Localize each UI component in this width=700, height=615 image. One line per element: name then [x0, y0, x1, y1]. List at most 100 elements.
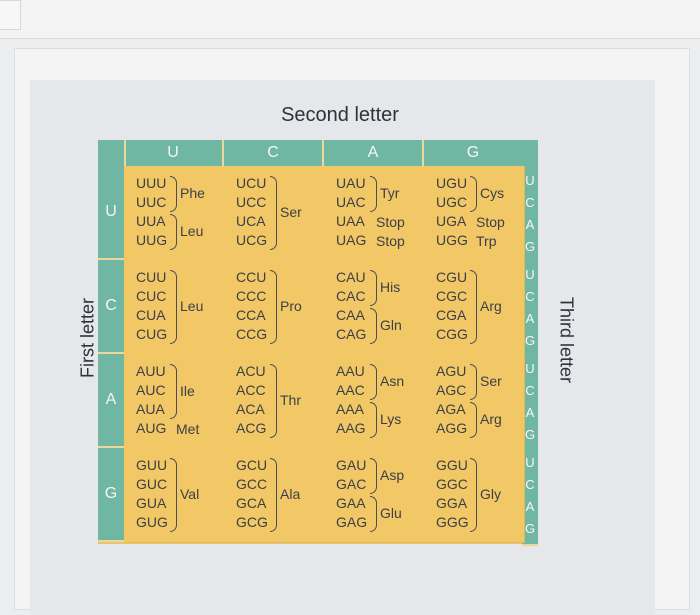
codon: AUA: [136, 401, 165, 417]
codon: UUU: [136, 175, 167, 191]
codon: UUA: [136, 213, 166, 229]
third-letter-base: A: [525, 217, 535, 232]
codon: GUA: [136, 495, 167, 511]
codon: UUG: [136, 232, 168, 248]
codon: ACC: [236, 382, 266, 398]
amino-acid-label: Stop: [376, 213, 405, 230]
codon: ACU: [236, 363, 266, 379]
third-letter-base: G: [524, 521, 536, 536]
right-header-corner: [522, 140, 538, 166]
amino-acid-label: Stop: [376, 232, 405, 249]
third-letter-base: C: [525, 383, 535, 398]
amino-acid-bracket: [370, 496, 377, 532]
codon: AUU: [136, 363, 166, 379]
amino-acid-label: Pro: [280, 298, 302, 314]
amino-acid-bracket: [270, 364, 277, 438]
amino-acid-label: Ala: [280, 486, 301, 502]
third-letter-base: C: [525, 195, 535, 210]
second-letter-header: G: [424, 140, 524, 166]
codon: UGU: [436, 175, 468, 191]
codon: GGC: [436, 476, 468, 492]
amino-acid-label: Arg: [480, 411, 502, 427]
codon: CCU: [236, 269, 267, 285]
amino-acid-label: Arg: [480, 298, 502, 314]
amino-acid-bracket: [170, 214, 177, 250]
second-letter-header: A: [324, 140, 424, 166]
codon: GGA: [436, 495, 468, 511]
codon: GUG: [136, 514, 168, 530]
amino-acid-bracket: [270, 270, 277, 344]
codon: UAG: [336, 232, 367, 248]
amino-acid-bracket: [370, 270, 377, 306]
amino-acid-label: Trp: [476, 232, 497, 249]
codon: AGA: [436, 401, 466, 417]
amino-acid-bracket: [170, 364, 177, 419]
codon: GCG: [236, 514, 268, 530]
third-letter-base: G: [524, 427, 536, 442]
top-bar: [0, 0, 700, 39]
third-letter-base: U: [525, 173, 535, 188]
first-letter-cell: G: [98, 448, 124, 542]
first-letter-cell: A: [98, 354, 124, 448]
third-letter-base: A: [525, 405, 535, 420]
codon: UGC: [436, 194, 468, 210]
amino-acid-label: His: [380, 279, 401, 295]
amino-acid-label: Cys: [480, 185, 505, 201]
codon: AUG: [136, 420, 167, 436]
amino-acid-bracket: [170, 458, 177, 532]
third-letter-label: Third letter: [556, 296, 577, 384]
codon: CCG: [236, 326, 268, 342]
codon: CAG: [336, 326, 367, 342]
amino-acid-label: Asp: [380, 467, 405, 483]
amino-acid-label: Phe: [180, 185, 205, 201]
codon: GCA: [236, 495, 267, 511]
top-left-box: [0, 0, 21, 30]
codon: CUC: [136, 288, 167, 304]
codon: CGU: [436, 269, 468, 285]
first-letter-cell: C: [98, 260, 124, 354]
amino-acid-label: Asn: [380, 373, 405, 389]
amino-acid-bracket: [370, 308, 377, 344]
codon: UGG: [436, 232, 468, 248]
amino-acid-bracket: [170, 270, 177, 344]
amino-acid-label: Gln: [380, 317, 402, 333]
amino-acid-bracket: [370, 176, 377, 212]
amino-acid-label: Leu: [180, 298, 204, 314]
codon: GAG: [336, 514, 368, 530]
third-letter-base: G: [524, 239, 536, 254]
codon: GCU: [236, 457, 268, 473]
amino-acid-bracket: [370, 458, 377, 494]
codon: AAU: [336, 363, 365, 379]
first-letter-cell: U: [98, 166, 124, 260]
codon: UUC: [136, 194, 167, 210]
codon: AGU: [436, 363, 467, 379]
codon: CUA: [136, 307, 166, 323]
amino-acid-bracket: [270, 458, 277, 532]
codon: UAU: [336, 175, 366, 191]
codon: UCA: [236, 213, 266, 229]
codon: CAA: [336, 307, 365, 323]
codon: GAC: [336, 476, 367, 492]
amino-acid-label: Stop: [476, 213, 505, 230]
third-letter-base: C: [525, 477, 535, 492]
amino-acid-bracket: [470, 458, 477, 532]
codon: CUU: [136, 269, 167, 285]
codon: GGU: [436, 457, 468, 473]
amino-acid-label: Met: [176, 420, 200, 437]
codon: CUG: [136, 326, 168, 342]
codon: GUC: [136, 476, 168, 492]
third-letter-base: C: [525, 289, 535, 304]
codon: CCC: [236, 288, 267, 304]
codon: ACG: [236, 420, 267, 436]
amino-acid-label: Ser: [280, 204, 302, 220]
amino-acid-label: Val: [180, 486, 200, 502]
third-letter-base: U: [525, 267, 535, 282]
third-letter-base: U: [525, 361, 535, 376]
codon: ACA: [236, 401, 265, 417]
third-letter-base: U: [525, 455, 535, 470]
codon: UCU: [236, 175, 267, 191]
amino-acid-bracket: [370, 402, 377, 438]
amino-acid-bracket: [470, 402, 477, 438]
